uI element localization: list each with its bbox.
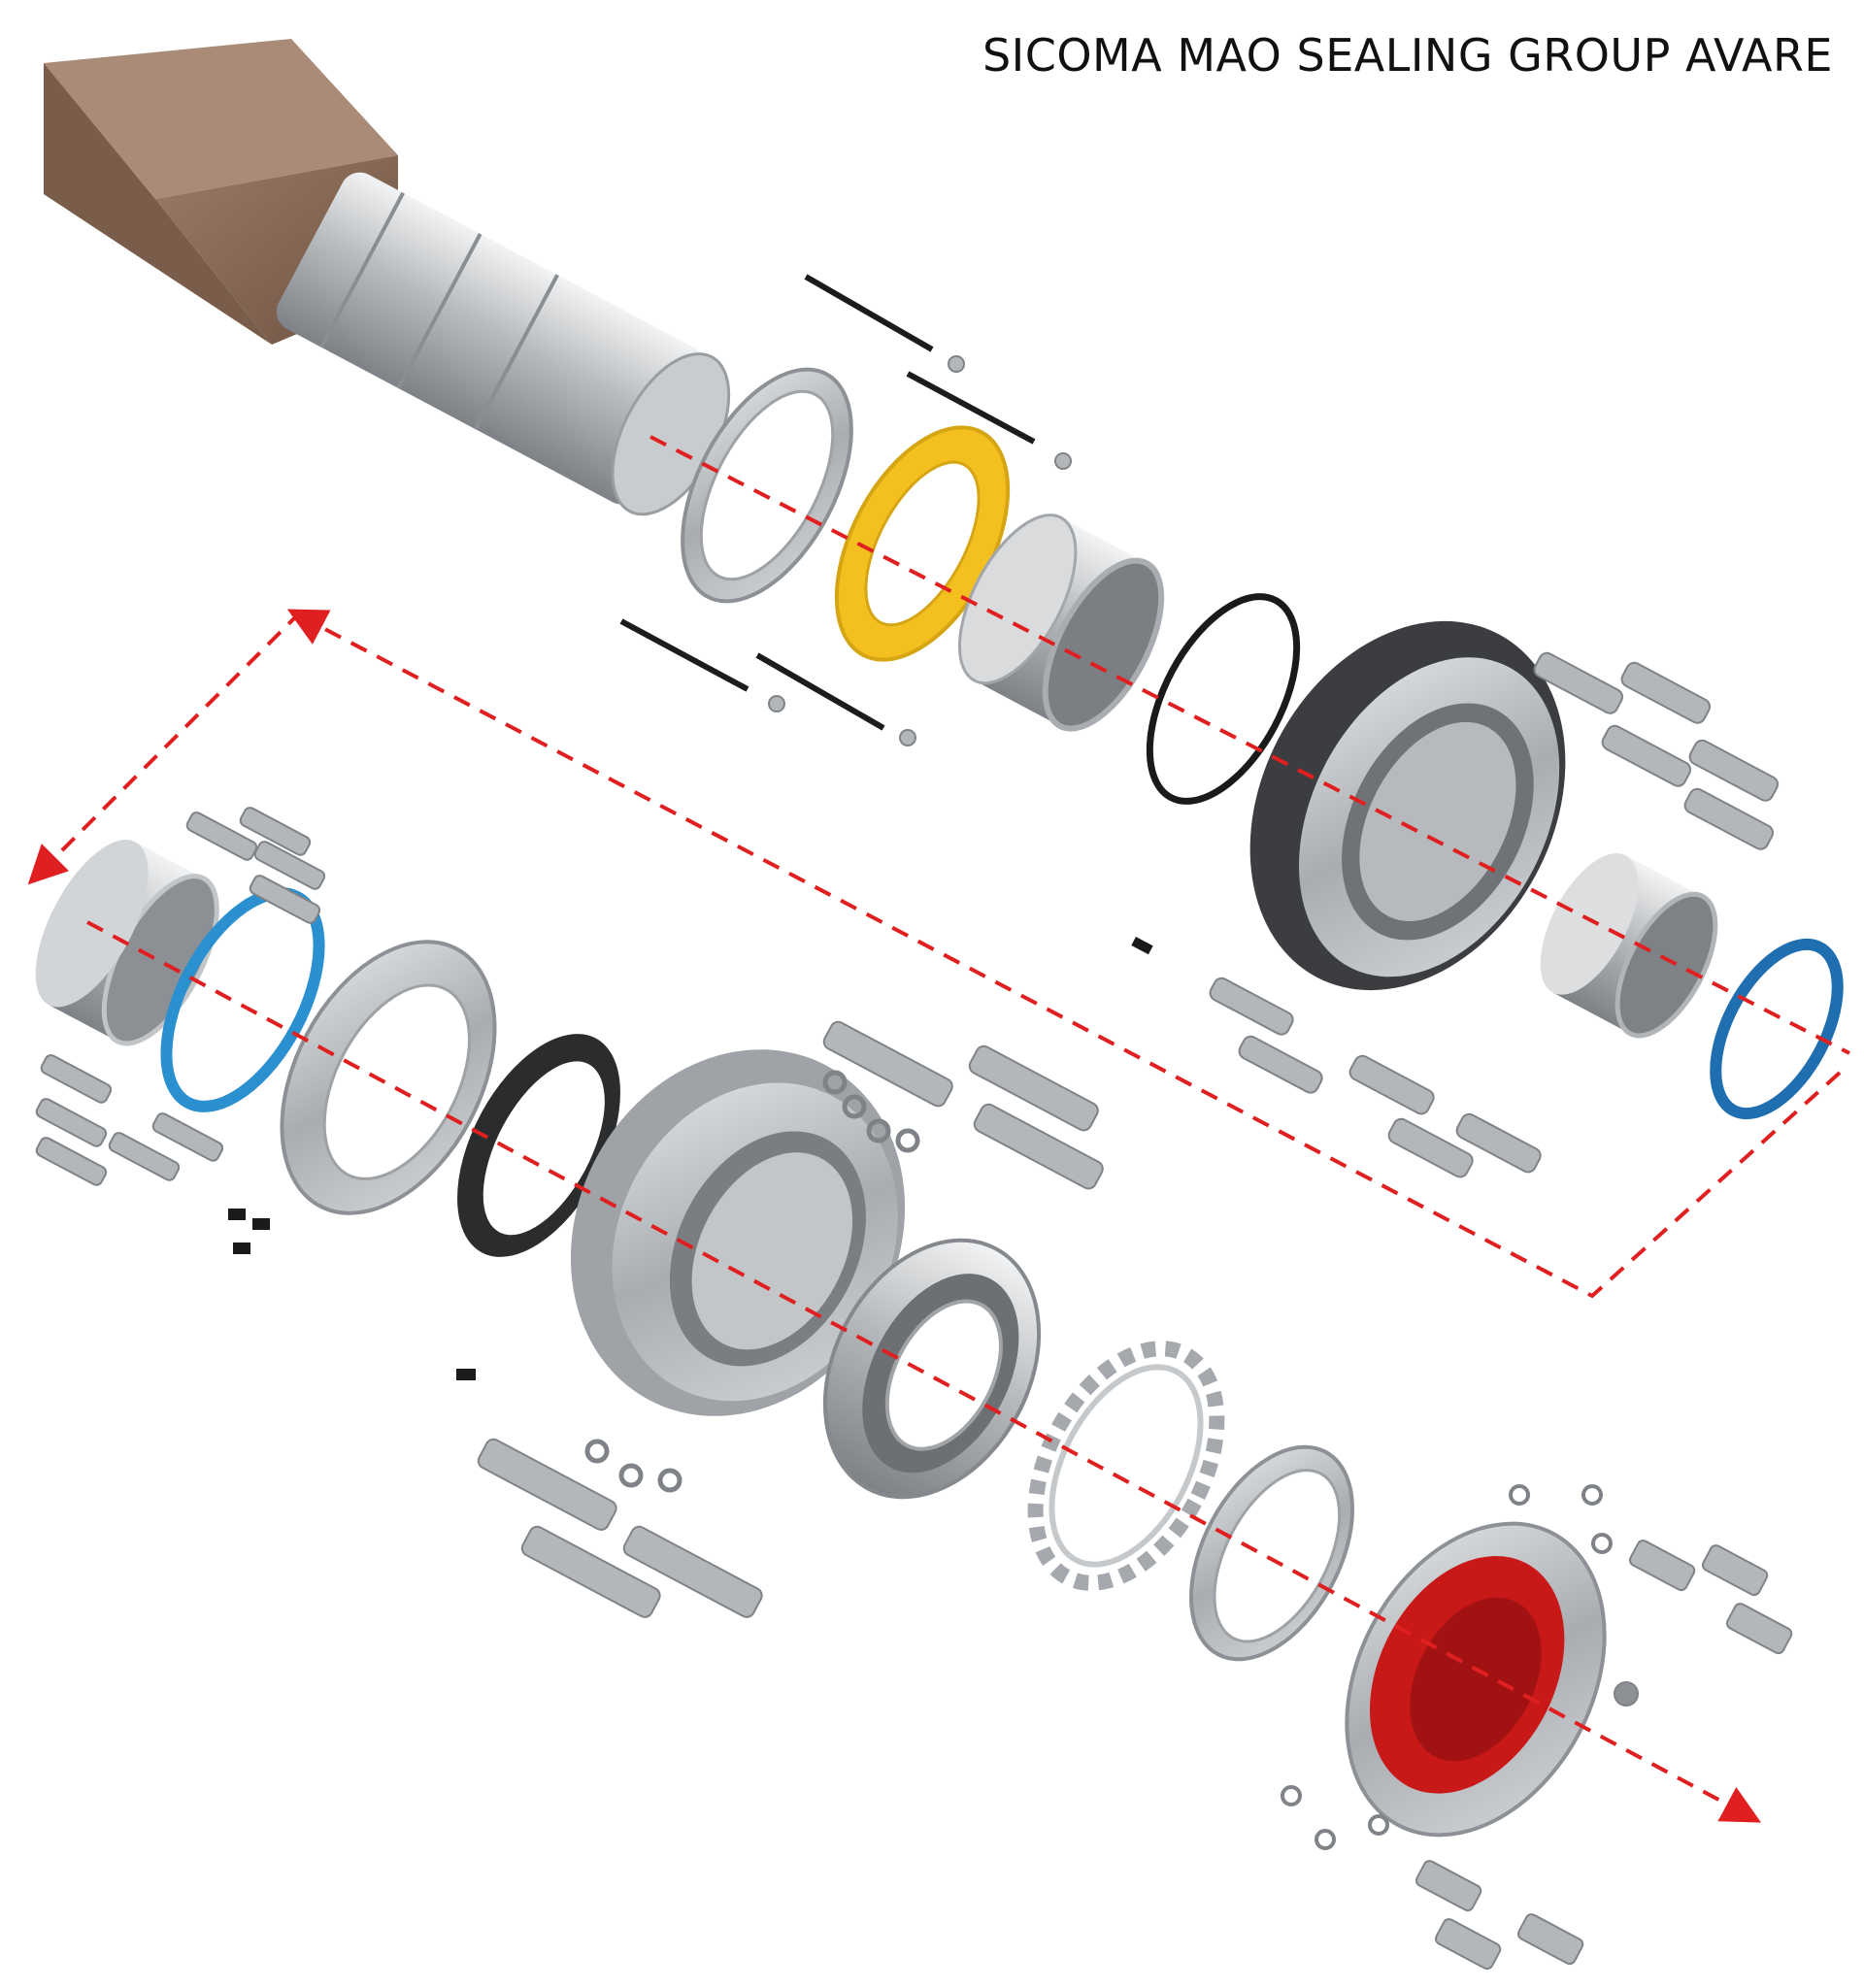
spherical-roller-bearing <box>822 1238 1042 1500</box>
axis-arrows <box>27 435 1850 1823</box>
flange-plate <box>681 367 853 604</box>
main-bearing-housing <box>570 1049 906 1416</box>
page-title: SICOMA MAO SEALING GROUP AVARE <box>982 29 1833 82</box>
o-ring <box>1146 593 1301 805</box>
lock-nut <box>1189 1444 1354 1662</box>
dark-bearing-housing <box>1249 620 1566 991</box>
blue-seal-ring <box>1710 938 1844 1120</box>
shaft-with-square-head <box>44 39 731 516</box>
yellow-spacer-ring <box>834 425 1011 662</box>
bolted-flange <box>280 940 497 1215</box>
inner-sleeve <box>1540 852 1718 1039</box>
bolts-and-washers <box>35 274 1793 1971</box>
cylindrical-sleeve <box>957 514 1165 732</box>
red-end-cap <box>1345 1521 1607 1838</box>
